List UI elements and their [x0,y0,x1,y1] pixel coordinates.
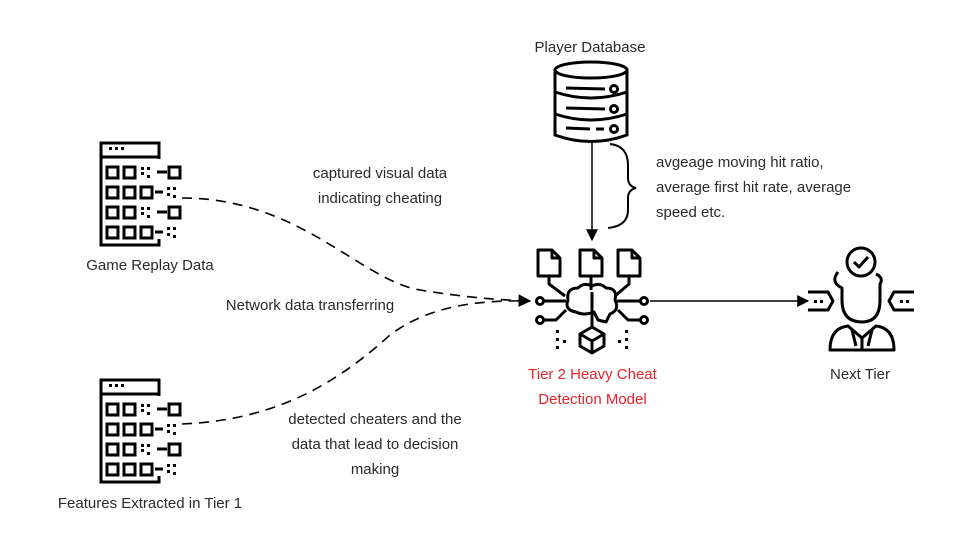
network-label: Network data transferring [225,297,395,314]
replay-edge-label-line2: indicating cheating [317,190,443,207]
game-replay-icon [99,141,182,247]
curly-brace [607,143,637,229]
database-metrics-line2: average first hit rate, average [656,179,852,196]
player-database-label: Player Database [534,39,646,56]
database-metrics-line1: avgeage moving hit ratio, [656,154,824,171]
ai-model-icon [535,248,649,355]
database-metrics-line3: speed etc. [656,204,726,221]
game-replay-label: Game Replay Data [86,257,214,274]
replay-to-model-dashed-arrow [181,197,532,308]
database-icon [553,60,629,143]
features-edge-label-line1: detected cheaters and the [288,411,462,428]
verified-person-icon [808,246,914,352]
replay-edge-label-line1: captured visual data [312,165,448,182]
features-extracted-label: Features Extracted in Tier 1 [57,495,243,512]
next-tier-label: Next Tier [829,366,890,383]
features-edge-label-line2: data that lead to decision [291,436,459,453]
model-label-line2: Detection Model [538,391,647,408]
next-tier-dots [814,300,909,303]
features-extracted-icon [99,378,182,484]
features-edge-label-line3: making [350,461,400,478]
model-label-line1: Tier 2 Heavy Cheat [528,366,657,383]
features-to-model-dashed-arrow [181,300,531,425]
model-dots [556,330,628,349]
